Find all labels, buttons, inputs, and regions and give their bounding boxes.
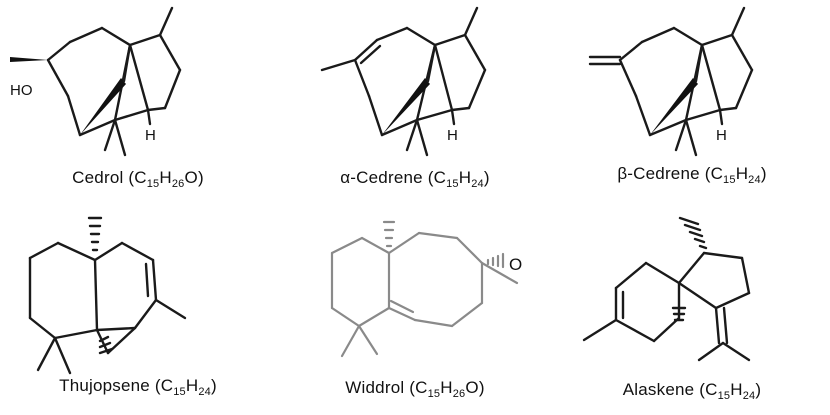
molecule-thujopsene: Thujopsene (C15H24) bbox=[0, 208, 276, 415]
widdrol-name: Widdrol bbox=[345, 378, 405, 397]
thujopsene-name: Thujopsene bbox=[59, 376, 150, 395]
alpha-cedrene-structure: H bbox=[320, 6, 487, 157]
beta-cedrene-hydrogen-label: H bbox=[716, 127, 727, 144]
molecule-cedrol: HO H Cedrol (C15H26O) bbox=[0, 0, 276, 207]
molecule-beta-cedrene: H β-Cedrene (C15H24) bbox=[554, 0, 830, 207]
widdrol-methyl-hash bbox=[382, 220, 396, 248]
alpha-cedrene-name: α-Cedrene bbox=[340, 168, 423, 187]
widdrol-hash-bond bbox=[486, 252, 505, 269]
alaskene-spiro-hash bbox=[671, 306, 687, 322]
thujopsene-cyclopropane-hash bbox=[98, 335, 114, 355]
alaskene-methyl-hash bbox=[678, 216, 708, 250]
cedrol-structure: HO H bbox=[10, 6, 182, 157]
thujopsene-structure bbox=[28, 216, 187, 375]
alpha-cedrene-hydrogen-label: H bbox=[447, 127, 458, 144]
molecule-alaskene: Alaskene (C15H24) bbox=[554, 208, 830, 415]
beta-cedrene-structure: H bbox=[588, 6, 754, 157]
widdrol-oxygen-label: O bbox=[509, 255, 522, 274]
widdrol-structure: O bbox=[330, 220, 522, 358]
alpha-cedrene-caption: α-Cedrene (C15H24) bbox=[340, 168, 490, 190]
alaskene-structure bbox=[582, 216, 751, 362]
molecule-alpha-cedrene: H α-Cedrene (C15H24) bbox=[277, 0, 553, 207]
thujopsene-hash-bond bbox=[87, 216, 103, 252]
thujopsene-caption: Thujopsene (C15H24) bbox=[59, 376, 217, 398]
cedrol-caption: Cedrol (C15H26O) bbox=[72, 168, 204, 190]
alaskene-caption: Alaskene (C15H24) bbox=[622, 380, 762, 402]
cedrol-name: Cedrol bbox=[72, 168, 124, 187]
cedrol-hydroxyl-label: HO bbox=[10, 82, 33, 99]
molecule-widdrol: O Widdrol (C15H26O) bbox=[277, 208, 553, 415]
alaskene-name: Alaskene bbox=[622, 380, 695, 399]
cedrol-hydrogen-label: H bbox=[145, 127, 156, 144]
beta-cedrene-name: β-Cedrene bbox=[617, 164, 700, 183]
beta-cedrene-caption: β-Cedrene (C15H24) bbox=[617, 164, 767, 186]
widdrol-caption: Widdrol (C15H26O) bbox=[345, 378, 485, 400]
